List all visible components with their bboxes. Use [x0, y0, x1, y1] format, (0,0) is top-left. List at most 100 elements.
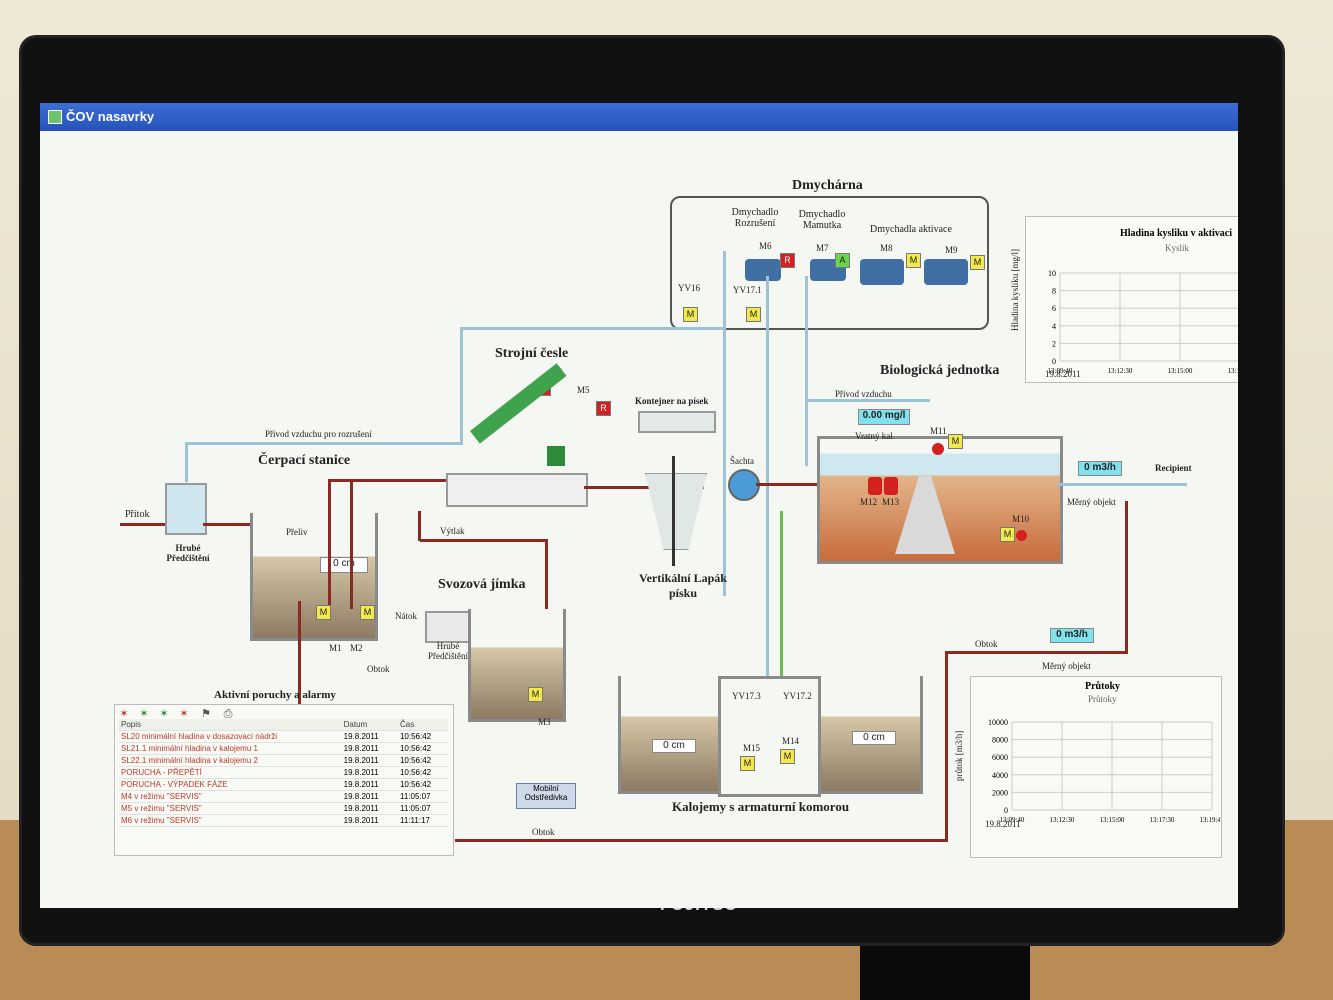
M9-label: M9: [945, 245, 958, 255]
M5-status[interactable]: R: [596, 401, 611, 416]
pump-level-readout: 0 cm: [320, 557, 368, 573]
preliv-label: Přeliv: [286, 527, 308, 537]
M13-pump[interactable]: [884, 477, 898, 495]
M5-label: M5: [577, 385, 590, 395]
x-tick-label: 13:12:30: [1050, 816, 1075, 824]
alarm-desc: SL20 minimální hladina v dosazovací nádr…: [118, 730, 341, 743]
M9-status[interactable]: M: [970, 255, 985, 270]
vytlak-label: Výtlak: [440, 526, 465, 536]
kontejner-label: Kontejner na písek: [635, 396, 709, 406]
alarm-desc: PORUCHA - PŘEPĚTÍ: [118, 766, 341, 779]
blower-M6[interactable]: [745, 259, 781, 281]
mobilni-odstredivka-label: Mobilní Odstředivka: [524, 784, 568, 802]
inlet-pipe: [120, 523, 170, 526]
ack-all-icon[interactable]: ✶: [119, 708, 129, 720]
ack-selected-icon[interactable]: ✶: [139, 708, 149, 720]
green-pipe-1: [780, 511, 783, 771]
print-icon[interactable]: ⎙: [223, 708, 233, 720]
x-tick-label: 13:12:30: [1108, 367, 1133, 375]
oxygen-chart-title: Hladina kysliku v aktivaci: [1120, 228, 1232, 239]
col-popis[interactable]: Popis: [118, 719, 341, 731]
M3-mode[interactable]: M: [528, 687, 543, 702]
y-tick-label: 0: [1004, 806, 1008, 815]
hrube-predcisteni-2-label: Hrubé Předčištění: [428, 641, 468, 661]
x-tick-label: 13:17:30: [1228, 367, 1238, 375]
screen-tank: [165, 483, 207, 535]
air-pipe-3: [805, 276, 808, 466]
air-pipe-1: [723, 251, 726, 596]
M1-mode[interactable]: M: [316, 605, 331, 620]
air-pipe-rozruseni: [185, 442, 463, 445]
pump-station-tank: [250, 513, 378, 641]
oxygen-chart-ylabel: Hladina kysliku [mg/l]: [1010, 249, 1020, 331]
blower-M9[interactable]: [924, 259, 968, 285]
M11-mode[interactable]: M: [948, 434, 963, 449]
M10-label: M10: [1012, 514, 1030, 524]
flow-chart-ylabel: průtok [m3/h]: [954, 730, 964, 781]
silence-icon[interactable]: ✶: [179, 708, 189, 720]
screen-conveyor[interactable]: [470, 363, 567, 444]
M12-pump[interactable]: [868, 477, 882, 495]
natok-label: Nátok: [395, 611, 417, 621]
vertikalni-lapak-title: Vertikální Lapák písku: [639, 571, 727, 600]
col-cas[interactable]: Čas: [396, 719, 448, 731]
y-tick-label: 6000: [992, 753, 1008, 762]
screen-out-pipe: [203, 523, 253, 526]
app-icon: [48, 110, 62, 124]
air-pipe-2: [766, 276, 769, 696]
y-tick-label: 0: [1052, 357, 1056, 366]
flow1-readout: 0 m3/h: [1078, 461, 1122, 476]
M10-mode[interactable]: M: [1000, 527, 1015, 542]
filter-icon[interactable]: ⚑: [201, 708, 211, 720]
obtok2-label: Obtok: [975, 639, 998, 649]
col-datum[interactable]: Datum: [340, 719, 397, 731]
M10-pump[interactable]: [1016, 530, 1027, 541]
svozova-jimka-title: Svozová jímka: [438, 577, 526, 592]
blower-rozruseni-label: Dmychadlo Rozrušení: [731, 207, 779, 229]
blower-M8[interactable]: [860, 259, 904, 285]
M15-mode[interactable]: M: [740, 756, 755, 771]
M12-label: M12: [860, 497, 878, 507]
M7-label: M7: [816, 243, 829, 253]
alarm-time: 10:56:42: [396, 742, 448, 755]
YV17-1-mode[interactable]: M: [746, 307, 761, 322]
sludge-tank-1: [618, 676, 724, 794]
mobile-centrifuge[interactable]: Mobilní Odstředivka: [516, 783, 576, 809]
vertical-sand-trap: [645, 473, 707, 550]
oxygen-chart-svg: 108642013:09:4013:12:3013:15:0013:17:301…: [1048, 269, 1238, 375]
obtok-down: [945, 651, 948, 841]
M11-pump[interactable]: [932, 443, 944, 455]
channel-out-pipe: [584, 486, 704, 489]
alarm-desc: M5 v režimu "SERVIS": [118, 802, 341, 815]
alarm-row[interactable]: SL20 minimální hladina v dosazovací nádr…: [118, 730, 448, 743]
obtok1-label: Obtok: [367, 664, 390, 674]
x-tick-label: 13:19:40: [1200, 816, 1220, 824]
y-tick-label: 8000: [992, 736, 1008, 745]
y-tick-label: 10000: [988, 718, 1008, 727]
alarm-time: 10:56:42: [396, 778, 448, 791]
M14-mode[interactable]: M: [780, 749, 795, 764]
alarm-date: 19.8.2011: [340, 790, 397, 803]
alarm-time: 10:56:42: [396, 766, 448, 779]
M8-status[interactable]: M: [906, 253, 921, 268]
YV16-mode[interactable]: M: [683, 307, 698, 322]
M7-status-green[interactable]: A: [835, 253, 850, 268]
M2-mode[interactable]: M: [360, 605, 375, 620]
alarm-date: 19.8.2011: [340, 754, 397, 767]
hrube-predcisteni-label: Hrubé Předčištění: [166, 543, 210, 563]
M6-label: M6: [759, 241, 772, 251]
vytlak-down: [418, 511, 421, 541]
merny-objekt-1-label: Měrný objekt: [1067, 497, 1116, 507]
ack-page-icon[interactable]: ✶: [159, 708, 169, 720]
y-tick-label: 10: [1048, 269, 1056, 278]
flow2-readout: 0 m3/h: [1050, 628, 1094, 643]
M6-status-red[interactable]: R: [780, 253, 795, 268]
strojni-cesle-title: Strojní česle: [495, 346, 569, 361]
